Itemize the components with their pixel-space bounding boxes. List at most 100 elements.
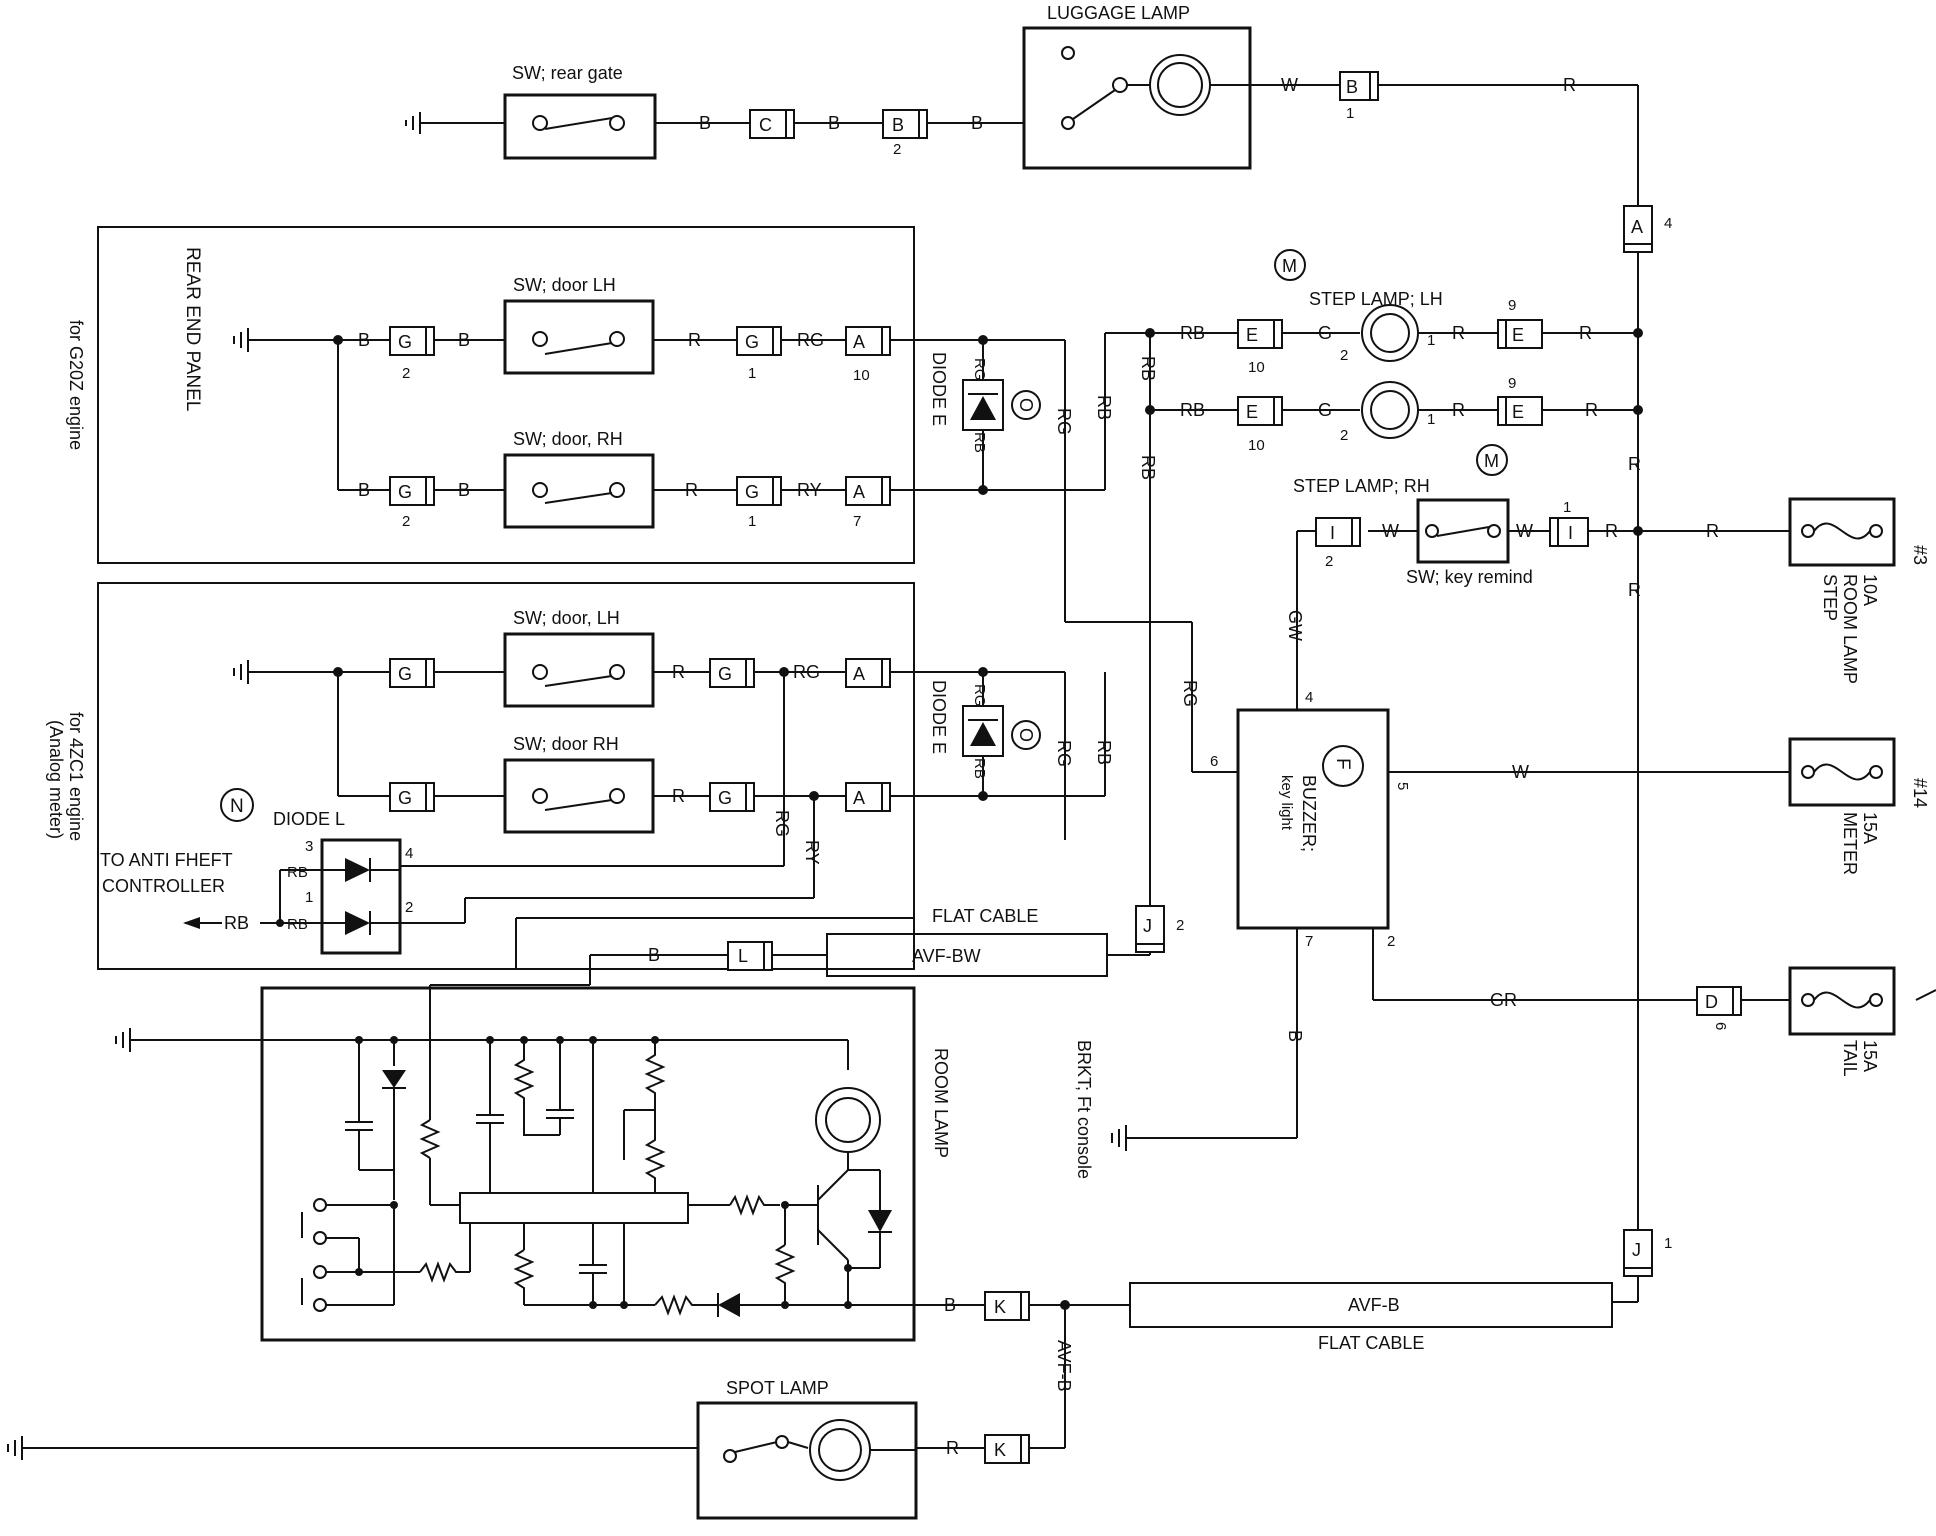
svg-text:W: W	[1512, 762, 1529, 782]
sw-door-rh-2-label: SW; door RH	[513, 734, 619, 754]
svg-text:E: E	[1246, 325, 1258, 345]
svg-text:A: A	[853, 332, 865, 352]
svg-text:2: 2	[402, 513, 410, 530]
svg-text:R: R	[1605, 521, 1618, 541]
svg-text:9: 9	[1508, 297, 1516, 314]
rear-gate-circuit: SW; rear gate B C B B 2 B LUGGAGE LAMP W…	[405, 3, 1638, 170]
svg-text:1: 1	[1346, 105, 1354, 122]
svg-text:9: 9	[1508, 375, 1516, 392]
svg-text:G: G	[398, 332, 412, 352]
key-remind-circuit: R R I 1 W SW; key remind W I 2 GW	[1285, 498, 1790, 710]
svg-text:G: G	[745, 332, 759, 352]
svg-text:M: M	[1484, 451, 1499, 471]
luggage-lamp-label: LUGGAGE LAMP	[1047, 3, 1190, 23]
svg-text:R: R	[672, 662, 685, 682]
svg-text:2: 2	[1340, 347, 1348, 364]
svg-text:B: B	[699, 113, 711, 133]
svg-text:O: O	[1016, 728, 1036, 742]
spot-lamp-unit: SPOT LAMP R	[7, 1378, 985, 1520]
svg-text:R: R	[1452, 323, 1465, 343]
svg-text:B: B	[358, 330, 370, 350]
svg-text:C: C	[759, 115, 772, 135]
svg-text:7: 7	[1305, 933, 1313, 950]
svg-text:M: M	[1282, 256, 1297, 276]
svg-text:RG: RG	[1054, 408, 1074, 435]
svg-text:E: E	[1512, 402, 1524, 422]
svg-text:6: 6	[1712, 1022, 1729, 1030]
svg-text:GW: GW	[1285, 610, 1305, 641]
svg-text:1: 1	[1664, 1235, 1672, 1252]
room-lamp-label: ROOM LAMP	[931, 1048, 951, 1158]
svg-text:D: D	[1705, 992, 1718, 1012]
flat-cable-upper: FLAT CABLE AVF-BW L B	[430, 906, 1151, 986]
svg-text:RB: RB	[1094, 395, 1114, 420]
svg-text:6: 6	[1210, 753, 1218, 770]
svg-text:for G20Z engine: for G20Z engine	[66, 320, 86, 450]
sw-rear-gate-label: SW; rear gate	[512, 63, 623, 83]
step-lamp-lh-label: STEP LAMP; LH	[1309, 289, 1443, 309]
step-lamps: M STEP LAMP; LH E 10 G 2 1 R E 9 R E 10 …	[1237, 249, 1638, 496]
svg-text:A: A	[1631, 217, 1643, 237]
svg-text:2: 2	[1176, 917, 1184, 934]
svg-text:2: 2	[1387, 933, 1395, 950]
svg-text:J: J	[1632, 1240, 1641, 1260]
svg-text:R: R	[1628, 454, 1641, 474]
svg-text:A: A	[853, 788, 865, 808]
diode-e-2-label: DIODE E	[929, 680, 949, 754]
svg-text:G: G	[745, 482, 759, 502]
svg-text:RB: RB	[1138, 455, 1158, 480]
key-light-label: key light	[1278, 775, 1295, 831]
svg-text:1: 1	[748, 513, 756, 530]
avf-bw-label: AVF-BW	[912, 946, 981, 966]
svg-text:RB: RB	[1094, 740, 1114, 765]
svg-text:G: G	[1318, 323, 1332, 343]
svg-text:RG: RG	[793, 662, 820, 682]
svg-text:I: I	[1330, 523, 1335, 543]
svg-text:N: N	[230, 796, 244, 817]
svg-text:E: E	[1246, 402, 1258, 422]
rear-end-panel-label: REAR END PANEL	[182, 247, 203, 411]
svg-text:1: 1	[305, 889, 313, 906]
fuse-block: #3 10A ROOM LAMP STEP #14 15A METER 15A …	[1788, 497, 1936, 1077]
svg-text:15A: 15A	[1860, 1040, 1880, 1072]
svg-text:(Analog meter): (Analog meter)	[46, 720, 66, 839]
svg-text:R: R	[688, 330, 701, 350]
svg-text:W: W	[1516, 521, 1533, 541]
sw-door-lh-1-label: SW; door LH	[513, 275, 616, 295]
svg-text:E: E	[1512, 325, 1524, 345]
flat-cable-lower: AVF-B FLAT CABLE AVF-B K	[984, 1282, 1613, 1464]
svg-text:2: 2	[405, 899, 413, 916]
svg-text:A: A	[853, 482, 865, 502]
svg-text:R: R	[1563, 75, 1576, 95]
spot-lamp-label: SPOT LAMP	[726, 1378, 829, 1398]
svg-text:B: B	[971, 113, 983, 133]
svg-text:METER: METER	[1840, 812, 1860, 875]
svg-text:B: B	[648, 945, 660, 965]
svg-text:R: R	[1585, 400, 1598, 420]
svg-text:W: W	[1382, 521, 1399, 541]
svg-text:B: B	[892, 115, 904, 135]
svg-text:10A: 10A	[1860, 574, 1880, 606]
svg-text:4: 4	[405, 845, 413, 862]
sw-key-remind-label: SW; key remind	[1406, 567, 1533, 587]
buzzer-unit: F BUZZER; key light 4 5 7 2 W B BRKT; Ft…	[1074, 689, 1790, 1179]
rg-rb-routing: RG RG 6 RB RB RB RB RB J 2	[1054, 323, 1238, 954]
svg-text:RY: RY	[802, 840, 822, 865]
svg-text:10: 10	[1248, 359, 1265, 376]
buzzer-label: BUZZER;	[1299, 775, 1319, 852]
svg-text:TAIL: TAIL	[1840, 1040, 1860, 1077]
svg-text:R: R	[685, 480, 698, 500]
svg-text:R: R	[1452, 400, 1465, 420]
svg-text:RG: RG	[1180, 680, 1200, 707]
svg-text:R: R	[1706, 521, 1719, 541]
svg-text:5: 5	[1394, 782, 1411, 790]
avf-b-1-label: AVF-B	[1348, 1295, 1400, 1315]
svg-text:G: G	[398, 482, 412, 502]
avf-b-2-label: AVF-B	[1054, 1340, 1074, 1392]
svg-text:A: A	[853, 664, 865, 684]
svg-text:RB: RB	[1180, 323, 1205, 343]
svg-text:1: 1	[748, 365, 756, 382]
svg-text:R: R	[946, 1438, 959, 1458]
svg-text:RG: RG	[797, 330, 824, 350]
